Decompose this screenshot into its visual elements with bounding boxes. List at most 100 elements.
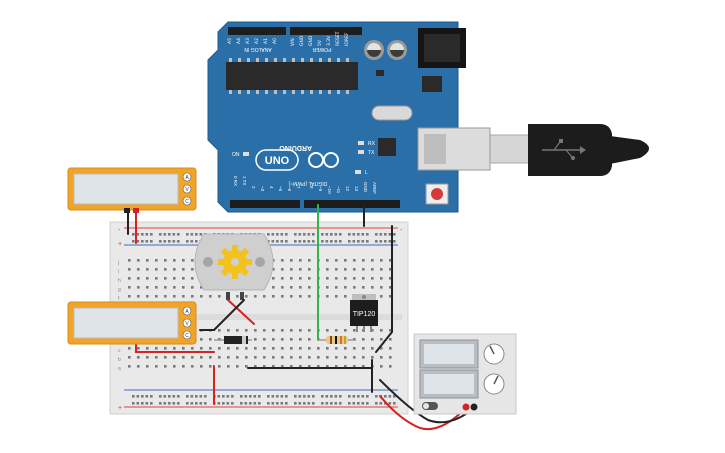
breadboard-hole[interactable]: [128, 259, 131, 262]
breadboard-hole[interactable]: [244, 395, 248, 398]
breadboard-hole[interactable]: [253, 395, 257, 398]
usb-cable[interactable]: [487, 124, 649, 176]
breadboard-hole[interactable]: [389, 356, 392, 359]
breadboard-hole[interactable]: [326, 356, 329, 359]
breadboard-hole[interactable]: [173, 356, 176, 359]
breadboard-hole[interactable]: [280, 395, 284, 398]
wire-black-motor[interactable]: [213, 299, 245, 331]
breadboard-hole[interactable]: [168, 395, 171, 398]
breadboard-hole[interactable]: [227, 365, 230, 368]
breadboard-hole[interactable]: [352, 395, 356, 398]
breadboard-hole[interactable]: [227, 347, 230, 350]
wire-black-power[interactable]: [379, 379, 475, 424]
breadboard-hole[interactable]: [389, 268, 392, 271]
breadboard-hole[interactable]: [150, 233, 153, 236]
breadboard-hole[interactable]: [299, 329, 302, 332]
breadboard-hole[interactable]: [159, 402, 162, 405]
breadboard-hole[interactable]: [200, 286, 203, 289]
breadboard-hole[interactable]: [326, 365, 329, 368]
breadboard-hole[interactable]: [362, 365, 365, 368]
breadboard-hole[interactable]: [173, 295, 176, 298]
power-header[interactable]: [290, 27, 362, 35]
breadboard-hole[interactable]: [335, 286, 338, 289]
breadboard-hole[interactable]: [371, 286, 374, 289]
breadboard-hole[interactable]: [182, 268, 185, 271]
breadboard-hole[interactable]: [150, 395, 153, 398]
breadboard-hole[interactable]: [307, 233, 311, 236]
breadboard-hole[interactable]: [375, 233, 378, 236]
breadboard-hole[interactable]: [164, 295, 167, 298]
breadboard-hole[interactable]: [199, 402, 203, 405]
breadboard-hole[interactable]: [352, 233, 356, 236]
breadboard-hole[interactable]: [389, 295, 392, 298]
breadboard-hole[interactable]: [299, 338, 302, 341]
breadboard-hole[interactable]: [393, 240, 396, 243]
breadboard-hole[interactable]: [164, 347, 167, 350]
breadboard-hole[interactable]: [136, 395, 140, 398]
breadboard-hole[interactable]: [128, 268, 131, 271]
breadboard-hole[interactable]: [191, 295, 194, 298]
breadboard-hole[interactable]: [325, 402, 329, 405]
breadboard-hole[interactable]: [334, 402, 338, 405]
power-supply-positive-terminal[interactable]: [462, 403, 470, 411]
breadboard-hole[interactable]: [285, 395, 288, 398]
breadboard-hole[interactable]: [190, 402, 194, 405]
breadboard-hole[interactable]: [199, 395, 203, 398]
breadboard-hole[interactable]: [168, 402, 171, 405]
breadboard-hole[interactable]: [353, 286, 356, 289]
breadboard-hole[interactable]: [290, 286, 293, 289]
breadboard-hole[interactable]: [249, 395, 252, 398]
breadboard-hole[interactable]: [317, 356, 320, 359]
breadboard-hole[interactable]: [299, 259, 302, 262]
breadboard-hole[interactable]: [325, 395, 329, 398]
breadboard-hole[interactable]: [145, 240, 149, 243]
breadboard-hole[interactable]: [299, 295, 302, 298]
breadboard-hole[interactable]: [389, 338, 392, 341]
breadboard-hole[interactable]: [128, 347, 131, 350]
breadboard-hole[interactable]: [290, 347, 293, 350]
breadboard-hole[interactable]: [177, 395, 180, 398]
mm2-port-v[interactable]: [182, 318, 192, 328]
breadboard-hole[interactable]: [137, 268, 140, 271]
breadboard-hole[interactable]: [371, 338, 374, 341]
breadboard-hole[interactable]: [195, 233, 198, 236]
breadboard-hole[interactable]: [303, 395, 306, 398]
breadboard-hole[interactable]: [298, 395, 302, 398]
breadboard-hole[interactable]: [136, 402, 140, 405]
breadboard-hole[interactable]: [366, 233, 369, 236]
breadboard-hole[interactable]: [334, 395, 338, 398]
breadboard-hole[interactable]: [173, 268, 176, 271]
breadboard-hole[interactable]: [307, 402, 311, 405]
breadboard-hole[interactable]: [290, 329, 293, 332]
breadboard-hole[interactable]: [191, 356, 194, 359]
breadboard-hole[interactable]: [308, 295, 311, 298]
breadboard-hole[interactable]: [199, 233, 203, 236]
breadboard-hole[interactable]: [366, 402, 369, 405]
breadboard-hole[interactable]: [299, 365, 302, 368]
breadboard-hole[interactable]: [294, 233, 297, 236]
breadboard-hole[interactable]: [339, 402, 342, 405]
breadboard-hole[interactable]: [271, 233, 275, 236]
breadboard-hole[interactable]: [348, 240, 351, 243]
breadboard-hole[interactable]: [263, 356, 266, 359]
breadboard-hole[interactable]: [326, 286, 329, 289]
breadboard-hole[interactable]: [236, 347, 239, 350]
breadboard-hole[interactable]: [393, 395, 396, 398]
breadboard-hole[interactable]: [258, 395, 261, 398]
analog-header[interactable]: [228, 27, 286, 35]
breadboard-hole[interactable]: [334, 233, 338, 236]
breadboard-hole[interactable]: [344, 259, 347, 262]
breadboard-hole[interactable]: [379, 240, 383, 243]
breadboard-hole[interactable]: [344, 286, 347, 289]
breadboard-hole[interactable]: [146, 365, 149, 368]
breadboard-hole[interactable]: [384, 240, 387, 243]
breadboard-hole[interactable]: [290, 268, 293, 271]
breadboard-hole[interactable]: [254, 356, 257, 359]
breadboard-hole[interactable]: [209, 356, 212, 359]
breadboard-hole[interactable]: [353, 259, 356, 262]
breadboard-hole[interactable]: [182, 295, 185, 298]
breadboard-hole[interactable]: [380, 268, 383, 271]
breadboard-hole[interactable]: [366, 240, 369, 243]
breadboard-hole[interactable]: [353, 347, 356, 350]
breadboard-hole[interactable]: [209, 338, 212, 341]
